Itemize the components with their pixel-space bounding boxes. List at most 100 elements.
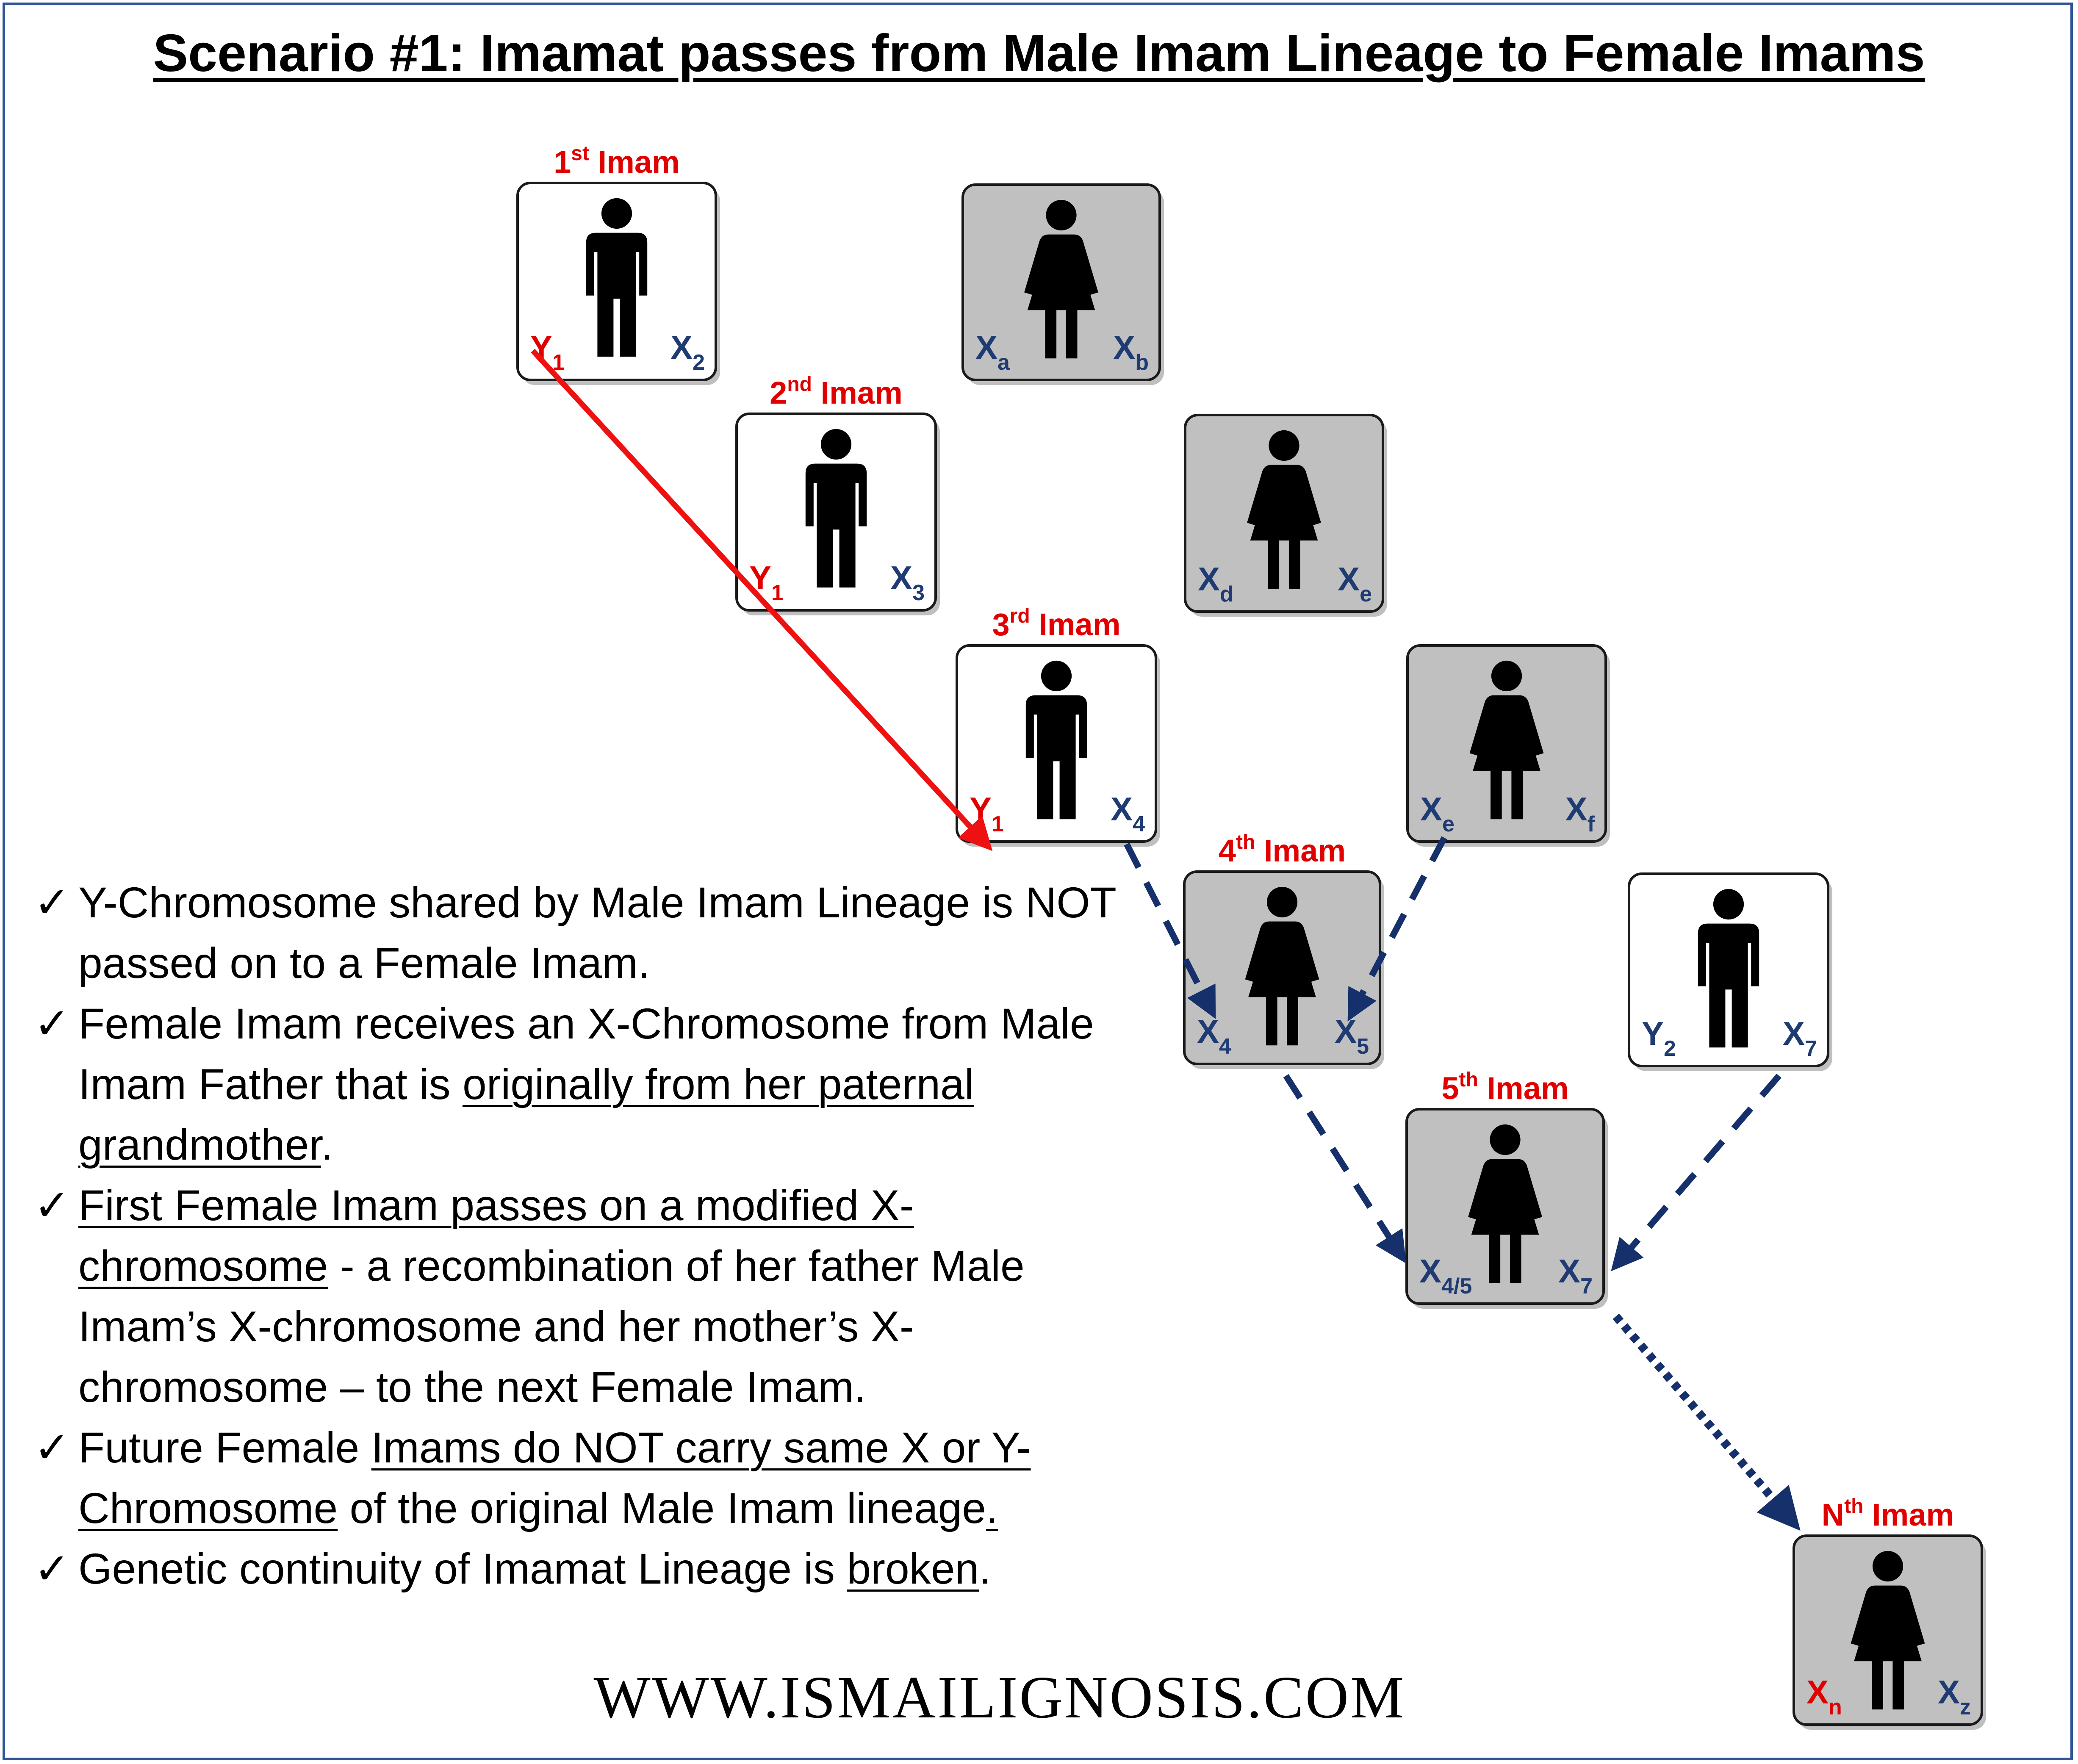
x-chromosome-arrow <box>1347 836 1447 1022</box>
chromosome-subscript: e <box>1442 812 1455 836</box>
item-text: Genetic continuity of Imamat Lineage is <box>78 1545 847 1593</box>
explanation-item: ✓Genetic continuity of Imamat Lineage is… <box>34 1539 1144 1599</box>
website-url: WWW.ISMAILIGNOSIS.COM <box>593 1664 1406 1731</box>
item-text: . <box>979 1545 991 1593</box>
imam-ordinal-suffix: nd <box>787 373 812 396</box>
imam-label: 5th Imam <box>1441 1069 1568 1106</box>
chromosome-label-right: Xe <box>1338 560 1372 606</box>
chromosome-subscript: 2 <box>1664 1036 1676 1061</box>
y-chromosome-arrow <box>531 349 993 851</box>
explanation-item: ✓First Female Imam passes on a modified … <box>34 1175 1144 1418</box>
chromosome-label-right: Xb <box>1113 329 1149 375</box>
chromosome-base: X <box>1198 560 1220 598</box>
chromosome-subscript: 5 <box>1357 1034 1369 1059</box>
explanation-item: ✓Future Female Imams do NOT carry same X… <box>34 1418 1144 1539</box>
imam-ordinal-suffix: rd <box>1010 605 1030 627</box>
chromosome-subscript: 4/5 <box>1441 1274 1472 1299</box>
chromosome-subscript: e <box>1360 582 1372 606</box>
imam-ordinal-suffix: st <box>571 142 589 165</box>
chromosome-subscript: 7 <box>1580 1274 1593 1299</box>
chromosome-subscript: 1 <box>992 812 1004 836</box>
x-chromosome-arrow <box>1611 1074 1782 1271</box>
imam-label: Nth Imam <box>1822 1495 1954 1532</box>
chromosome-subscript: z <box>1960 1695 1971 1720</box>
chromosome-base: X <box>1806 1673 1829 1711</box>
imam-word: Imam <box>589 144 680 180</box>
chromosome-base: X <box>1565 790 1588 828</box>
chromosome-label-right: X5 <box>1335 1013 1369 1059</box>
chromosome-base: X <box>1420 790 1442 828</box>
underlined-text: . <box>986 1484 998 1532</box>
imam-ordinal: 1 <box>554 144 571 180</box>
chromosome-label-left: Xn <box>1806 1673 1842 1720</box>
chromosome-subscript: 3 <box>912 581 925 605</box>
checkmark-icon: ✓ <box>34 1181 70 1230</box>
imam-ordinal: 2 <box>770 375 787 410</box>
imam-label: 2nd Imam <box>770 373 903 410</box>
chromosome-label-left: Y2 <box>1642 1015 1676 1061</box>
chromosome-label-left: Xa <box>975 329 1010 375</box>
chromosome-label-right: Xf <box>1565 790 1595 836</box>
diagram-title: Scenario #1: Imamat passes from Male Ima… <box>0 23 2078 83</box>
imam-ordinal: 5 <box>1441 1071 1459 1106</box>
checkmark-icon: ✓ <box>34 1000 70 1048</box>
chromosome-label-right: Xz <box>1938 1673 1971 1720</box>
item-text: Future Female <box>78 1423 371 1472</box>
title-text: Scenario #1: Imamat passes from Male Ima… <box>153 24 1925 83</box>
chromosome-subscript: a <box>997 350 1010 375</box>
checkmark-icon: ✓ <box>34 1423 70 1472</box>
imam-label: 4th Imam <box>1219 831 1346 868</box>
explanation-item: ✓Female Imam receives an X-Chromosome fr… <box>34 994 1144 1175</box>
chromosome-base: X <box>975 329 997 366</box>
item-text: of the original Male Imam lineage <box>338 1484 986 1532</box>
chromosome-subscript: d <box>1220 582 1233 606</box>
chromosome-base: X <box>1558 1252 1580 1290</box>
chromosome-label-left: Xe <box>1420 790 1455 836</box>
item-text: . <box>321 1121 333 1169</box>
chromosome-base: X <box>1335 1013 1357 1050</box>
chromosome-base: X <box>1197 1013 1219 1050</box>
item-text: - a recombination of her father Male Ima… <box>78 1242 1025 1411</box>
chromosome-subscript: f <box>1588 812 1595 836</box>
imam-ordinal-suffix: th <box>1459 1069 1478 1091</box>
imam-word: Imam <box>1030 607 1121 642</box>
chromosome-label-right: X7 <box>1783 1015 1817 1061</box>
imam-word: Imam <box>812 375 903 410</box>
chromosome-base: X <box>890 559 912 596</box>
imam-ordinal-suffix: th <box>1236 831 1255 853</box>
chromosome-base: X <box>1783 1015 1805 1052</box>
imam-ordinal: 4 <box>1219 833 1236 868</box>
chromosome-subscript: 1 <box>771 581 784 605</box>
chromosome-subscript: 7 <box>1805 1036 1817 1061</box>
chromosome-base: Y <box>1642 1015 1664 1052</box>
chromosome-subscript: 2 <box>693 350 705 375</box>
person-father-y2: Y2 X7 <box>1628 872 1832 1071</box>
chromosome-label-right: X3 <box>890 559 925 605</box>
chromosome-base: X <box>1113 329 1135 366</box>
chromosome-label-right: X7 <box>1558 1252 1593 1299</box>
imam-word: Imam <box>1863 1497 1954 1532</box>
chromosome-base: X <box>1938 1673 1960 1711</box>
chromosome-label-right: X4 <box>1111 790 1145 836</box>
diagram-frame <box>3 3 2073 1760</box>
imam-ordinal-suffix: th <box>1844 1495 1863 1518</box>
imam-ordinal: 3 <box>992 607 1009 642</box>
chromosome-subscript: 4 <box>1133 812 1145 836</box>
x-chromosome-arrow <box>1283 1074 1406 1264</box>
underlined-text: broken <box>847 1545 979 1593</box>
chromosome-base: X <box>1419 1252 1441 1290</box>
chromosome-base: X <box>1111 790 1133 828</box>
imam-word: Imam <box>1255 833 1346 868</box>
chromosome-label-left: Xd <box>1198 560 1233 606</box>
imam-label: 1st Imam <box>554 142 680 180</box>
explanation-item: ✓Y-Chromosome shared by Male Imam Lineag… <box>34 872 1144 994</box>
